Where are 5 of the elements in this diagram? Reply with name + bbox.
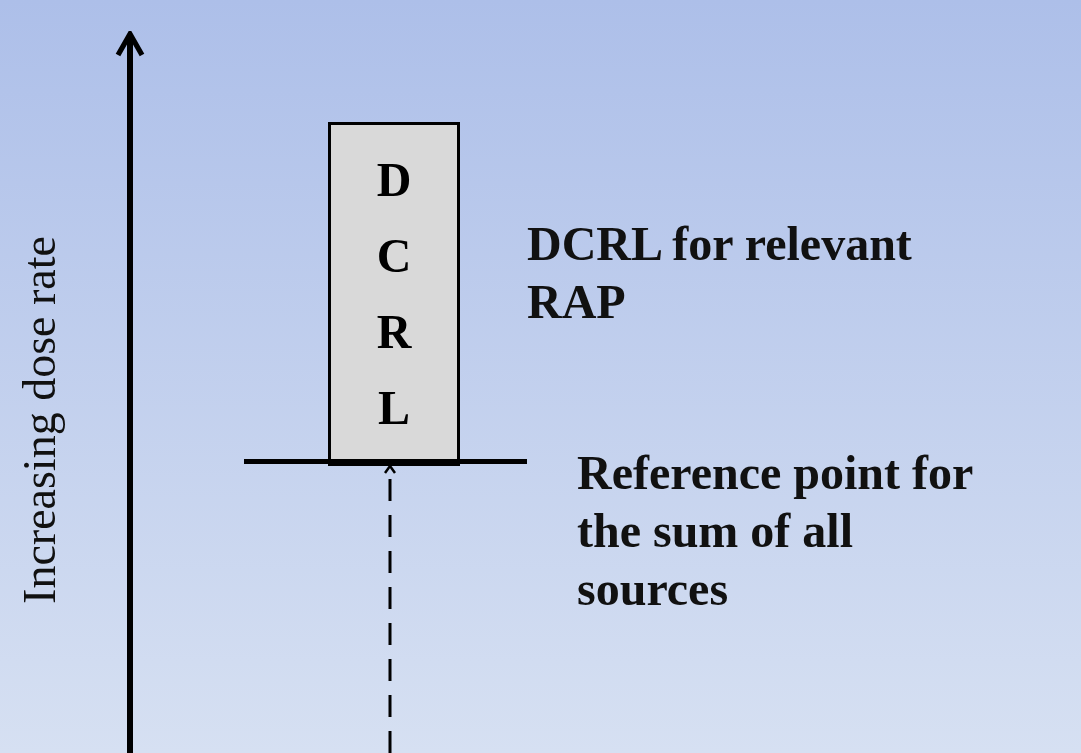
note-text: DCRL for relevant RAP [527, 216, 913, 330]
arrow [383, 464, 397, 753]
dcrl-box: DCRL [328, 122, 460, 466]
axis-label: Increasing dose rate [13, 235, 66, 606]
note-text: Reference point for the sum of all sources [577, 445, 974, 617]
